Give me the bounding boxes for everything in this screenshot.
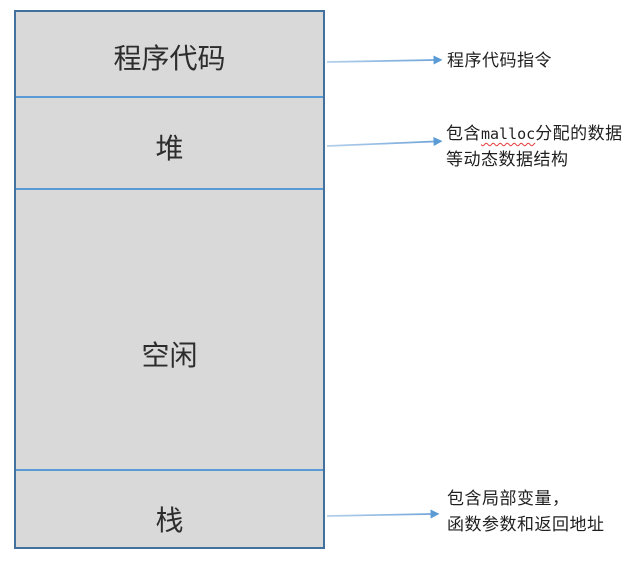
annotation-heap: 包含malloc分配的数据 等动态数据结构 xyxy=(446,121,623,173)
annotation-heap-line1: 包含malloc分配的数据 xyxy=(446,121,623,147)
section-stack-label: 栈 xyxy=(155,504,184,537)
arrow-right-icon-heap xyxy=(326,137,443,147)
annotation-stack-line2: 函数参数和返回地址 xyxy=(447,515,605,535)
section-free-label: 空闲 xyxy=(141,338,198,372)
section-free: 空闲 xyxy=(16,190,323,471)
annotation-heap-line1-suffix: 分配的数据 xyxy=(535,124,623,144)
section-program-code-label: 程序代码 xyxy=(113,42,226,75)
annotation-stack-line1: 包含局部变量， xyxy=(447,489,570,509)
annotation-program-code-line1: 程序代码指令 xyxy=(447,51,552,71)
section-program-code: 程序代码 xyxy=(16,12,323,98)
section-heap-label: 堆 xyxy=(155,132,184,165)
malloc-code-text: malloc xyxy=(481,125,536,143)
annotation-program-code: 程序代码指令 xyxy=(447,48,552,74)
arrow-right-icon-stack xyxy=(326,509,440,519)
arrow-right-icon-program-code xyxy=(326,55,443,65)
section-heap: 堆 xyxy=(16,98,323,190)
annotation-stack: 包含局部变量， 函数参数和返回地址 xyxy=(447,486,605,538)
annotation-heap-line1-prefix: 包含 xyxy=(446,124,481,144)
memory-box: 程序代码 堆 空闲 栈 xyxy=(14,10,325,549)
section-stack: 栈 xyxy=(16,471,323,547)
annotation-heap-line2: 等动态数据结构 xyxy=(446,150,569,170)
